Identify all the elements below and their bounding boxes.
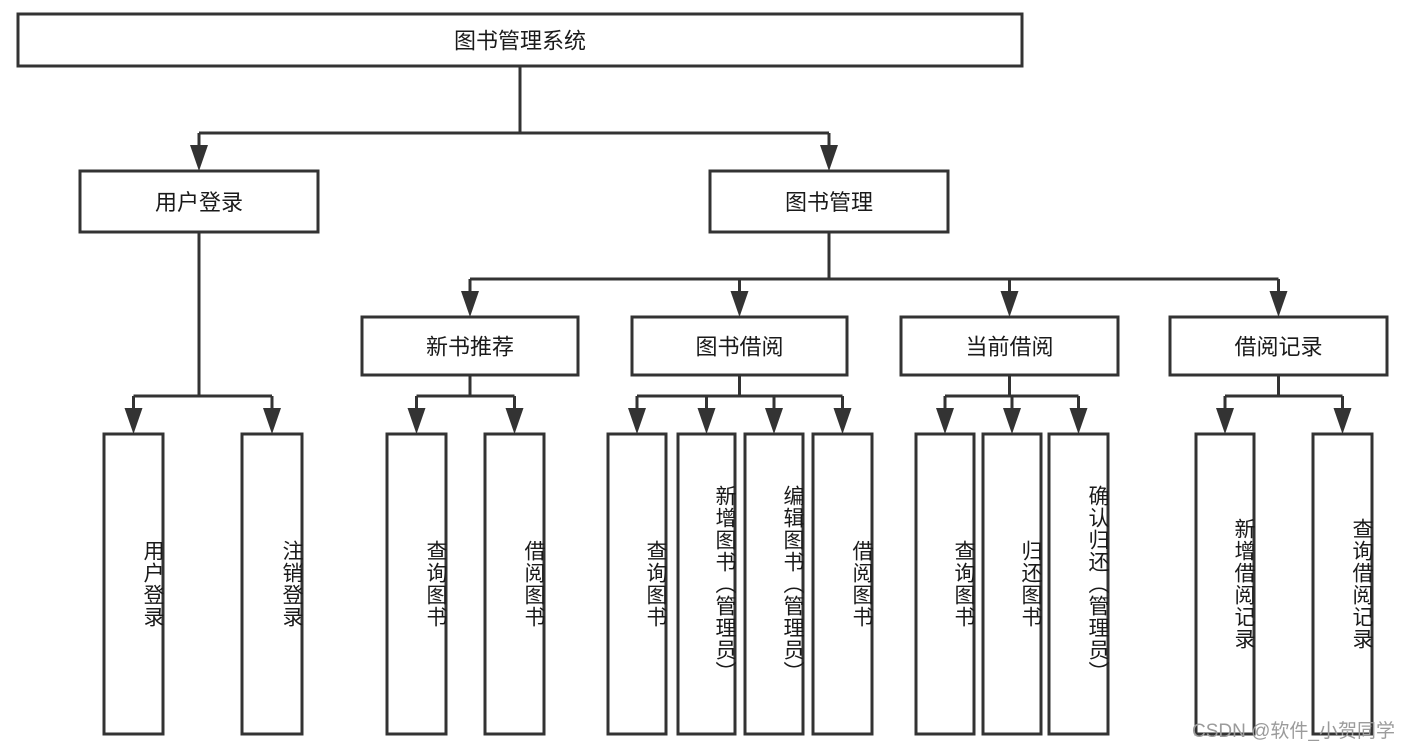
arrow-head-icon	[1333, 408, 1352, 434]
arrow-head-icon	[1000, 291, 1019, 317]
node-box[interactable]	[981, 432, 1043, 736]
node-leaf-nb-borrow[interactable]	[483, 432, 546, 736]
arrow-head-icon	[505, 408, 524, 434]
node-box[interactable]	[1194, 432, 1256, 736]
node-box[interactable]	[78, 169, 320, 234]
node-newbook[interactable]	[360, 315, 580, 377]
arrow-head-icon	[1269, 291, 1288, 317]
node-leaf-bw-add[interactable]	[676, 432, 737, 736]
arrow-head-icon	[1069, 408, 1088, 434]
node-box[interactable]	[1047, 432, 1110, 736]
node-label: 图书管理	[785, 190, 873, 215]
node-box[interactable]	[676, 432, 737, 736]
arrow-head-icon	[820, 145, 838, 171]
node-box[interactable]	[16, 12, 1024, 68]
arrow-head-icon	[461, 291, 479, 317]
node-label: 图书管理系统	[454, 29, 586, 54]
node-login[interactable]	[78, 169, 320, 234]
node-box[interactable]	[1168, 315, 1389, 377]
node-label: 用户登录	[155, 190, 243, 215]
arrow-head-icon	[833, 408, 852, 434]
node-leaf-bw-edit[interactable]	[743, 432, 805, 736]
node-leaf-cur-confirm[interactable]	[1047, 432, 1110, 736]
node-box[interactable]	[240, 432, 304, 736]
node-leaf-rec-query[interactable]	[1311, 432, 1374, 736]
arrow-head-icon	[697, 408, 716, 434]
node-leaf-rec-add[interactable]	[1194, 432, 1256, 736]
arrow-head-icon	[730, 291, 749, 317]
arrow-head-icon	[407, 408, 426, 434]
arrow-head-icon	[263, 408, 281, 434]
node-box[interactable]	[483, 432, 546, 736]
node-bookmgmt[interactable]	[708, 169, 950, 234]
node-leaf-cur-return[interactable]	[981, 432, 1043, 736]
node-leaf-nb-query[interactable]	[385, 432, 448, 736]
node-borrow[interactable]	[630, 315, 849, 377]
node-box[interactable]	[606, 432, 668, 736]
node-current[interactable]	[899, 315, 1120, 377]
node-leaf-user-login[interactable]	[102, 432, 165, 736]
node-box[interactable]	[102, 432, 165, 736]
arrow-head-icon	[765, 408, 783, 434]
node-label: 图书借阅	[695, 335, 783, 360]
node-box[interactable]	[899, 315, 1120, 377]
node-box[interactable]	[708, 169, 950, 234]
arrow-head-icon	[124, 408, 143, 434]
node-leaf-bw-query[interactable]	[606, 432, 668, 736]
node-box[interactable]	[914, 432, 976, 736]
arrow-head-icon	[1216, 408, 1234, 434]
arrow-head-icon	[628, 408, 646, 434]
node-record[interactable]	[1168, 315, 1389, 377]
arrow-head-icon	[190, 145, 208, 171]
node-root[interactable]	[16, 12, 1024, 68]
node-box[interactable]	[1311, 432, 1374, 736]
arrow-head-icon	[936, 408, 954, 434]
node-box[interactable]	[385, 432, 448, 736]
node-box[interactable]	[360, 315, 580, 377]
node-box[interactable]	[630, 315, 849, 377]
arrow-head-icon	[1003, 408, 1021, 434]
node-box[interactable]	[743, 432, 805, 736]
node-box[interactable]	[811, 432, 874, 736]
node-label: 当前借阅	[965, 335, 1053, 360]
node-leaf-user-logout[interactable]	[240, 432, 304, 736]
watermark-text: CSDN @软件_小贺同学	[1192, 721, 1395, 742]
node-leaf-cur-query[interactable]	[914, 432, 976, 736]
node-label: 借阅记录	[1234, 335, 1322, 360]
node-leaf-bw-borrow[interactable]	[811, 432, 874, 736]
node-label: 新书推荐	[426, 335, 514, 360]
